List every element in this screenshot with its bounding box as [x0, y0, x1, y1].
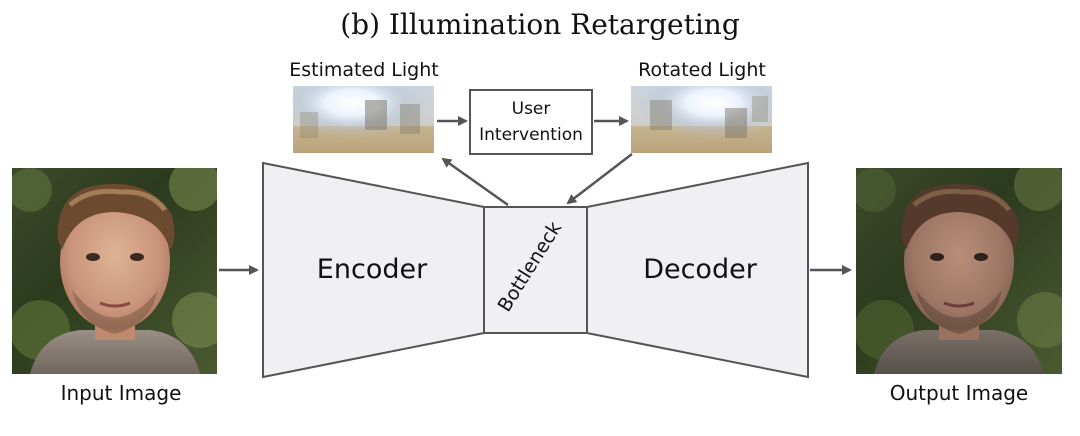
output-image [856, 168, 1062, 374]
user-intervention-label-line2: Intervention [479, 125, 583, 145]
decoder-block [586, 161, 809, 379]
decoder-label: Decoder [643, 254, 758, 285]
rotated-light-envmap [631, 86, 772, 153]
input-image [12, 168, 217, 374]
estimated-light-label: Estimated Light [289, 59, 438, 81]
diagram-title: (b) Illumination Retargeting [340, 8, 740, 41]
arrow-bottleneck-to-estimated-light [441, 157, 509, 207]
user-intervention-label-line1: User [512, 99, 551, 119]
arrow-rotated-light-to-bottleneck [566, 153, 633, 205]
encoder-label: Encoder [317, 254, 428, 285]
estimated-light-envmap [293, 86, 434, 153]
user-intervention-box: User Intervention [469, 89, 593, 155]
input-image-label: Input Image [61, 381, 182, 405]
output-image-label: Output Image [890, 381, 1028, 405]
rotated-light-label: Rotated Light [638, 59, 766, 81]
